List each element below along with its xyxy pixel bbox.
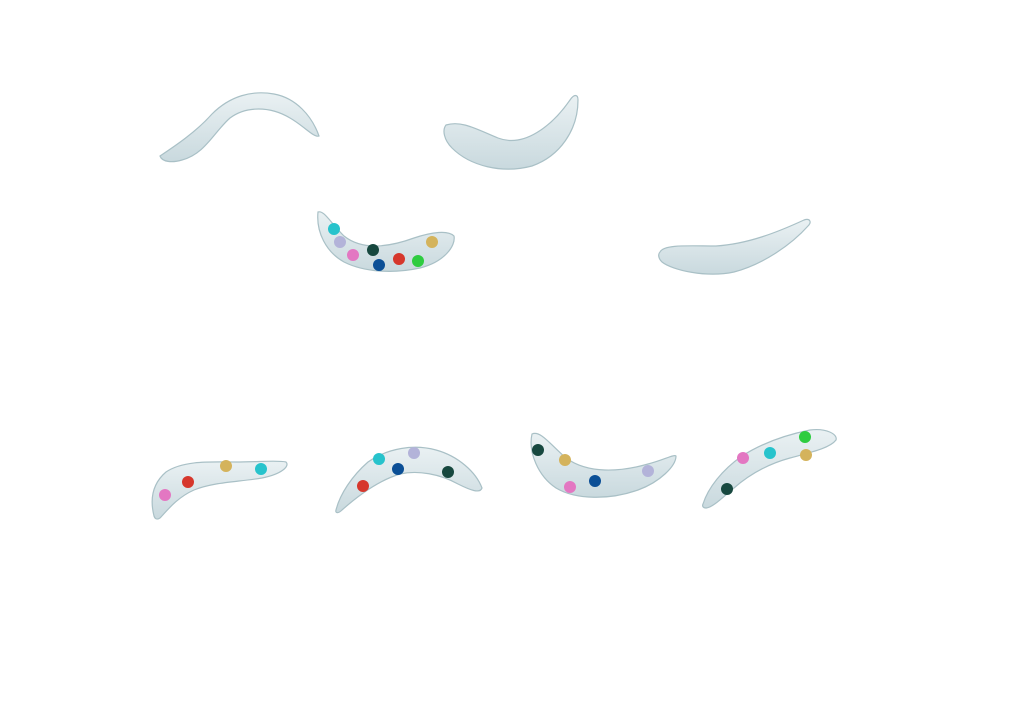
fluorescent-dot [589,475,601,487]
worm-body [335,446,483,514]
worm-body [530,432,677,498]
worm-body [658,218,811,275]
fluorescent-dot [182,476,194,488]
worm-body [159,92,320,163]
fluorescent-dot [412,255,424,267]
worm-body [702,429,837,509]
dot-group [357,447,454,492]
fluorescent-dot [255,463,267,475]
worm-bottom-3 [530,432,677,498]
fluorescent-dot [347,249,359,261]
fluorescent-dot [800,449,812,461]
fluorescent-dot [442,466,454,478]
dot-group [159,460,267,501]
fluorescent-dot [357,480,369,492]
worm-middle-left [317,211,455,272]
fluorescent-dot [220,460,232,472]
dot-group [532,444,654,493]
fluorescent-dot [642,465,654,477]
dot-group [328,223,438,271]
worm-bottom-4 [702,429,837,509]
fluorescent-dot [334,236,346,248]
fluorescent-dot [373,453,385,465]
worm-bottom-1 [151,460,288,520]
worm-body [151,460,288,520]
dot-group [721,431,812,495]
fluorescent-dot [721,483,733,495]
fluorescent-dot [426,236,438,248]
fluorescent-dot [393,253,405,265]
worm-top-right [443,94,579,170]
fluorescent-dot [367,244,379,256]
fluorescent-dot [373,259,385,271]
fluorescent-dot [532,444,544,456]
fluorescent-dot [328,223,340,235]
fluorescent-dot [564,481,576,493]
fluorescent-dot [159,489,171,501]
worm-top-left [159,92,320,163]
fluorescent-dot [764,447,776,459]
fluorescent-dot [799,431,811,443]
fluorescent-dot [408,447,420,459]
fluorescent-dot [392,463,404,475]
worm-middle-right [658,218,811,275]
worm-body [443,94,579,170]
fluorescent-dot [559,454,571,466]
worm-bottom-2 [335,446,483,514]
fluorescent-dot [737,452,749,464]
